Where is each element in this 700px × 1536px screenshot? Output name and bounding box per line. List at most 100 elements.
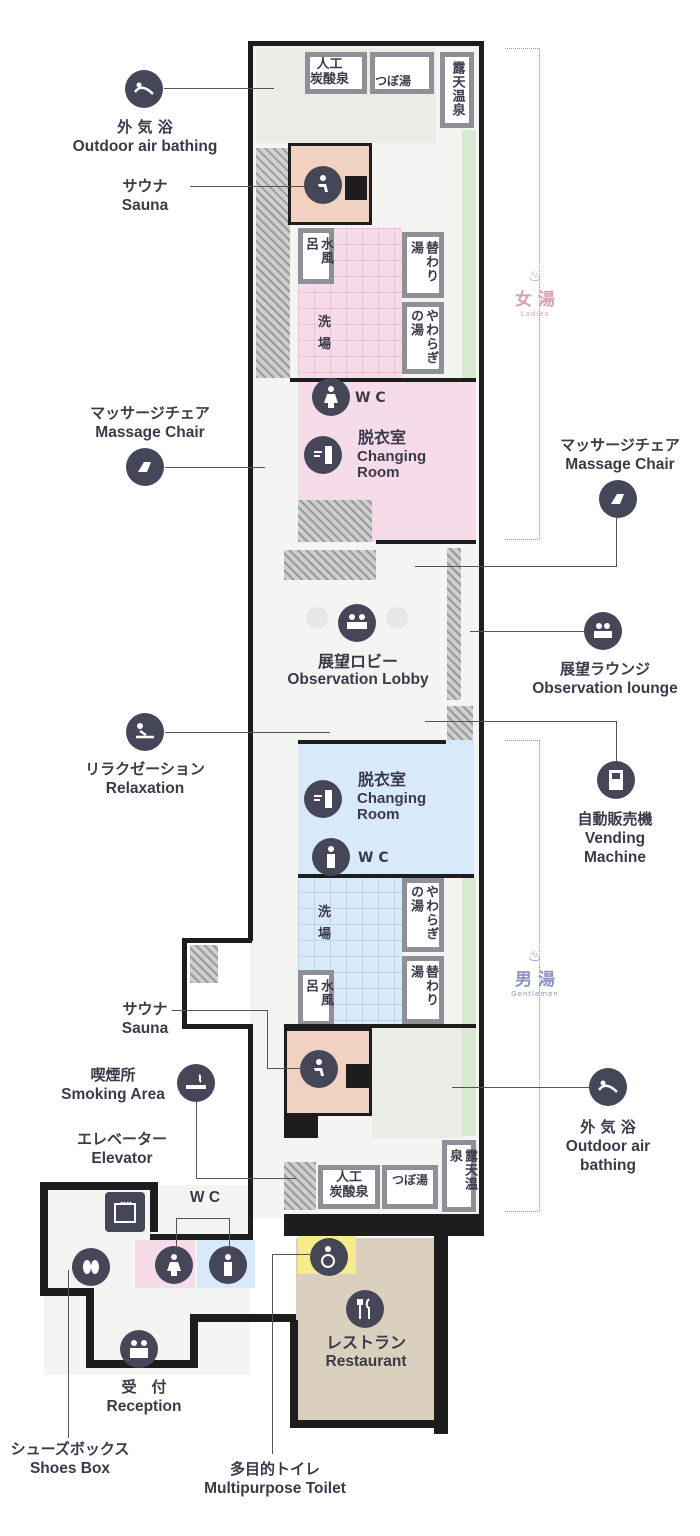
label-vending-ja: 自動販売機 <box>577 810 653 828</box>
leader-smoking-h <box>196 1178 296 1179</box>
leader-massage-right-h <box>415 566 617 567</box>
lobby-icon <box>338 604 376 642</box>
massage-chair-icon <box>126 448 164 486</box>
kawari-bot-label: 替わり湯 <box>408 965 438 1007</box>
changing-bot-en: Changing Room <box>357 790 427 823</box>
label-wc-lower: W C <box>180 1188 230 1207</box>
wall-restaurant-right <box>434 1234 448 1434</box>
vending-machine-icon <box>597 761 635 799</box>
zone-ladies-ja: 女 湯 <box>515 290 555 310</box>
leader-lounge <box>470 631 584 632</box>
label-vending-en2: Machine <box>583 849 646 866</box>
outdoor-bathing-icon <box>589 1068 627 1106</box>
carbonated-bath-top: 人工 炭酸泉 <box>305 52 367 94</box>
changing-room-icon <box>304 436 342 474</box>
label-elevator: エレベーター Elevator <box>62 1130 182 1168</box>
roten-bath-bottom: 露天温泉 <box>442 1140 477 1212</box>
label-lounge: 展望ラウンジ Observation lounge <box>520 660 690 698</box>
leader-sauna-bottom-v <box>267 1010 268 1068</box>
zone-gentlemen-bracket <box>505 740 540 1212</box>
zone-gentlemen: ♨ 男 湯 Gentlemen <box>505 946 565 998</box>
label-sauna-top: サウナ Sauna <box>100 177 190 215</box>
leader-sauna-bottom-h <box>172 1010 268 1011</box>
carbonated-bot-label: 人工 炭酸泉 <box>329 1170 369 1200</box>
wash-bot-label: 洗 場 <box>318 905 332 942</box>
lobby-circle-right <box>386 607 408 629</box>
label-reception-ja: 受 付 <box>121 1378 167 1396</box>
elevator-icon <box>105 1192 145 1232</box>
wall-sauna-ladies-door <box>345 176 367 200</box>
hatched-shaft-bottom <box>284 1162 316 1210</box>
wall-elevator-right <box>150 1182 158 1232</box>
label-toilet-ja: 多目的トイレ <box>229 1460 320 1478</box>
label-sauna-bottom: サウナ Sauna <box>100 1000 190 1038</box>
label-vending-en1: Vending <box>584 830 646 847</box>
lobby-en: Observation Lobby <box>287 671 429 688</box>
leader-toilet-v <box>272 1254 273 1454</box>
wall-ladies-mid <box>290 378 476 382</box>
hot-spring-icon: ♨ <box>527 946 543 965</box>
sauna-icon <box>304 166 342 204</box>
wheelchair-icon <box>310 1238 348 1276</box>
wall-left-notch-v <box>182 938 187 1028</box>
label-sauna-top-en: Sauna <box>121 197 169 214</box>
wall-mens-top <box>298 740 446 744</box>
yawaragi-bot-label: やわらぎの湯 <box>408 885 438 941</box>
green-strip-top <box>462 130 476 380</box>
label-sauna-bottom-en: Sauna <box>121 1020 169 1037</box>
label-relaxation-en: Relaxation <box>105 780 185 797</box>
leader-massage-right-v <box>616 518 617 566</box>
leader-wc-bracket <box>176 1218 230 1219</box>
zone-ladies-en: Ladies <box>520 310 550 318</box>
wc-male-icon <box>312 838 350 876</box>
wall-entrance-top <box>44 1182 94 1190</box>
wc-female-icon <box>155 1246 193 1284</box>
zone-ladies: ♨ 女 湯 Ladies <box>505 266 565 318</box>
mizuburo-bot-label: 水風呂 <box>303 979 333 1007</box>
label-massage-left-ja: マッサージチェア <box>90 404 210 422</box>
hatched-shaft-top <box>256 148 290 378</box>
wall-restaurant-left <box>290 1320 298 1428</box>
changing-top-en: Changing Room <box>357 448 427 481</box>
label-shoes-ja: シューズボックス <box>10 1440 130 1458</box>
zone-ladies-bracket <box>505 48 540 540</box>
zone-gentlemen-en: Gentlemen <box>511 990 559 998</box>
wall-sauna-mens-door <box>346 1064 370 1088</box>
label-outdoor-bottom: 外 気 浴 Outdoor air bathing <box>548 1118 668 1175</box>
label-wc-lower-en: W C <box>189 1189 221 1206</box>
smoking-icon <box>177 1064 215 1102</box>
changing-bot-ja: 脱衣室 <box>358 770 407 789</box>
leader-vending-h <box>425 721 617 722</box>
green-strip-bottom <box>462 876 476 1136</box>
leader-wc-bracket-r <box>229 1218 230 1246</box>
label-sauna-top-ja: サウナ <box>122 177 168 195</box>
hatched-column-lobby <box>447 548 461 700</box>
tsubo-bath-top: つぼ湯 <box>370 52 434 94</box>
wall-entrance-br <box>190 1318 198 1368</box>
wall-left-lower <box>248 1024 253 1240</box>
label-outdoor-top: 外 気 浴 Outdoor air bathing <box>50 118 240 156</box>
sauna-icon <box>300 1050 338 1088</box>
carbonated-bath-top-label: 人工 炭酸泉 <box>310 57 350 87</box>
label-massage-left-en: Massage Chair <box>95 424 205 441</box>
kawari-bath-top: 替わり湯 <box>402 232 444 298</box>
kawari-bath-bottom: 替わり湯 <box>402 956 444 1024</box>
label-shoes-en: Shoes Box <box>29 1460 111 1477</box>
leader-shoes-v <box>68 1270 69 1438</box>
label-elevator-en: Elevator <box>91 1150 153 1167</box>
mizuburo-top-text: 水風呂 <box>303 237 333 265</box>
wall-restaurant-bottom <box>290 1420 448 1428</box>
label-lounge-ja: 展望ラウンジ <box>559 660 650 678</box>
wall-left-mid <box>182 1024 252 1029</box>
leader-vending-v <box>616 721 617 761</box>
wash-area-top <box>298 228 402 378</box>
leader-toilet-h <box>272 1254 310 1255</box>
wall-sauna-mens-base <box>284 1116 318 1138</box>
label-toilet-en: Multipurpose Toilet <box>204 1480 346 1497</box>
hatched-block-left <box>190 945 218 983</box>
wall-left-notch <box>182 938 252 943</box>
label-toilet: 多目的トイレ Multipurpose Toilet <box>180 1460 370 1498</box>
leader-massage-left <box>165 467 265 468</box>
label-massage-right-en: Massage Chair <box>565 456 675 473</box>
label-reception-en: Reception <box>106 1398 182 1415</box>
